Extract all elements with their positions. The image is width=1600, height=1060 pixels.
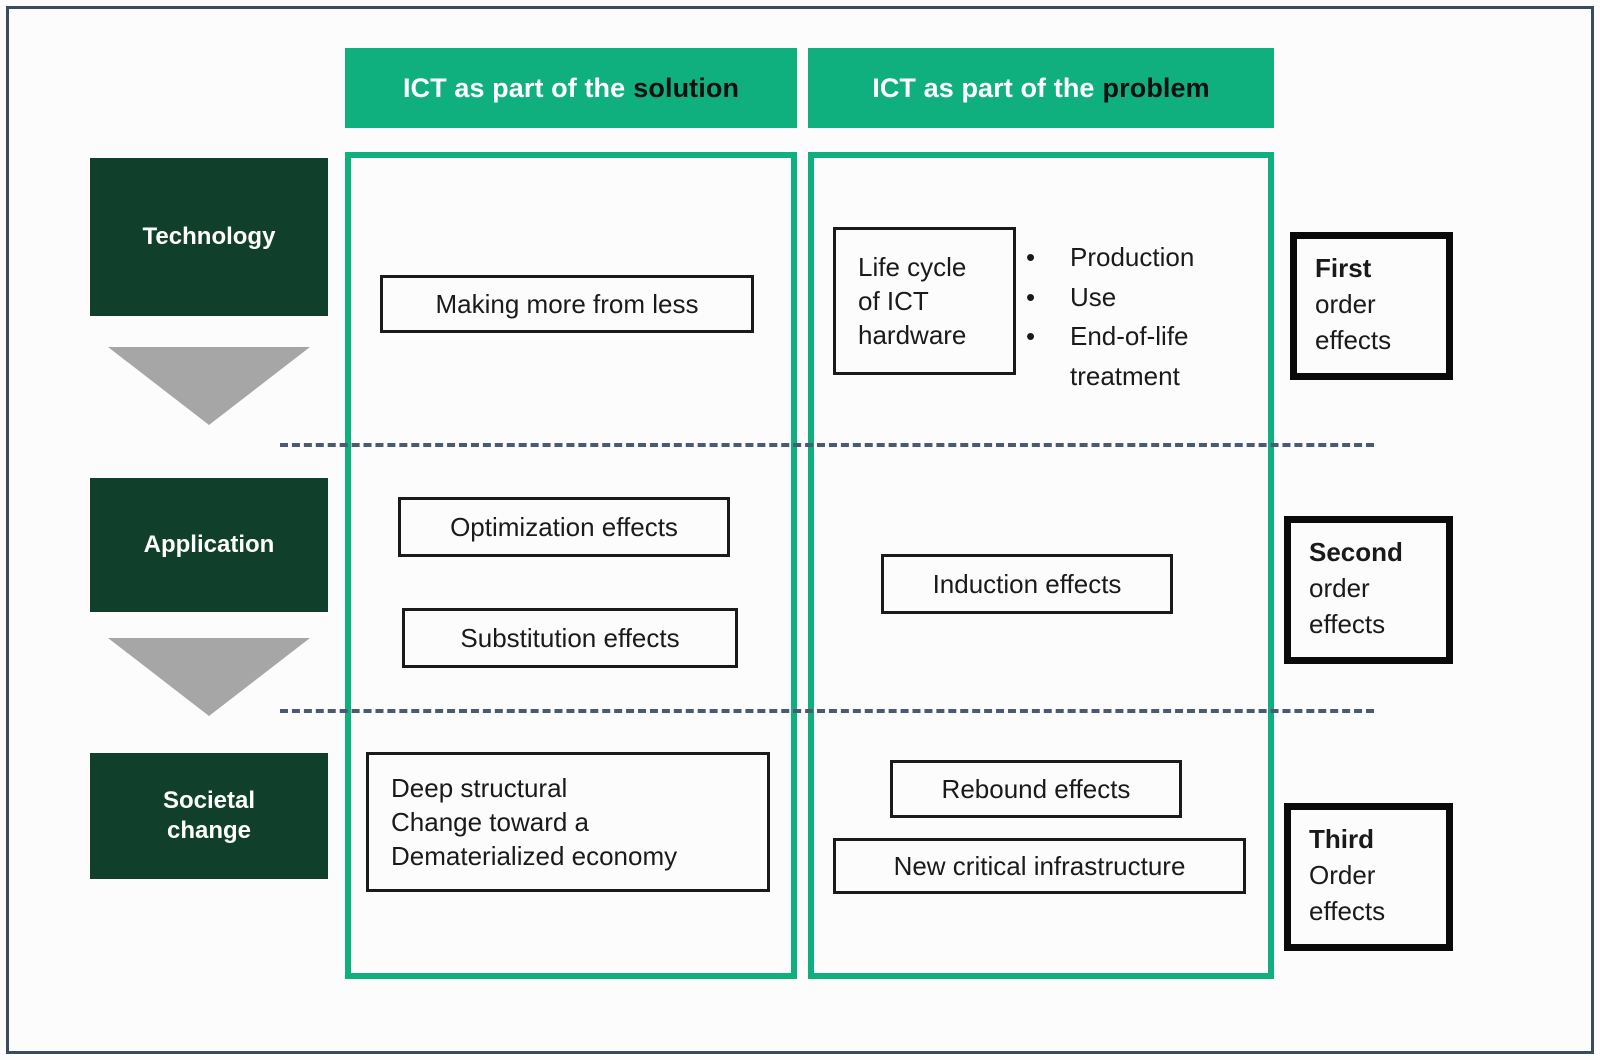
bullet-dot-icon: • (1026, 321, 1036, 352)
problem-box-rebound-effects: Rebound effects (890, 760, 1182, 818)
column-header-problem: ICT as part of the problem (808, 48, 1274, 128)
solution-box-substitution-effects-text: Substitution effects (460, 622, 680, 653)
level-label-technology: Technology (90, 158, 328, 316)
solution-box-optimization-effects: Optimization effects (398, 497, 730, 557)
column-panel-problem (808, 152, 1274, 979)
life-cycle-bullet-end-of-life-treatment: End-of-life treatment (1070, 321, 1189, 391)
problem-box-new-critical-infrastructure: New critical infrastructure (833, 838, 1246, 894)
problem-box-life-cycle-line1: Life cycle (858, 251, 967, 282)
order-effect-box-third: Third Order effects (1284, 803, 1453, 951)
level-label-societal-change: Societal change (90, 753, 328, 879)
list-item: • Production (1026, 238, 1256, 278)
life-cycle-bullet-production: Production (1070, 242, 1195, 272)
order-effect-first-word: order (1315, 288, 1376, 319)
level-label-societal-line2: change (166, 817, 251, 844)
problem-box-life-cycle-line2: of ICT (858, 285, 929, 316)
order-effect-third-rank: Third (1309, 824, 1374, 854)
column-header-solution: ICT as part of the solution (345, 48, 797, 128)
list-item: • Use (1026, 278, 1256, 318)
column-panel-solution (345, 152, 797, 979)
problem-box-life-cycle-line3: hardware (858, 320, 967, 351)
order-effect-box-first: First order effects (1290, 232, 1453, 380)
level-label-application: Application (90, 478, 328, 612)
level-label-application-text: Application (143, 531, 275, 558)
order-effect-third-suffix: effects (1309, 895, 1386, 926)
solution-box-making-more-from-less: Making more from less (380, 275, 754, 333)
problem-box-induction-effects: Induction effects (881, 554, 1173, 614)
list-item: • End-of-life treatment (1026, 317, 1256, 396)
problem-box-life-cycle-of-ict-hardware: Life cycle of ICT hardware (833, 227, 1016, 375)
column-header-problem-emphasis: problem (1102, 72, 1210, 103)
order-effect-second-suffix: effects (1309, 608, 1386, 639)
problem-box-new-critical-infrastructure-text: New critical infrastructure (893, 850, 1186, 881)
column-header-solution-prefix: ICT as part of the (402, 72, 626, 103)
order-effect-first-suffix: effects (1315, 324, 1392, 355)
level-label-technology-text: Technology (142, 223, 276, 250)
order-effect-second-rank: Second (1309, 537, 1403, 567)
order-effect-first-rank: First (1315, 253, 1372, 283)
order-effect-third-word: Order (1309, 859, 1376, 890)
problem-box-induction-effects-text: Induction effects (932, 568, 1122, 599)
row-separator-first-second (280, 443, 1374, 447)
solution-box-deep-structural-line2: Change toward a (391, 806, 590, 837)
order-effect-second-word: order (1309, 572, 1370, 603)
life-cycle-bullet-use: Use (1070, 281, 1117, 312)
solution-box-making-more-from-less-text: Making more from less (435, 288, 699, 319)
problem-box-rebound-effects-text: Rebound effects (941, 773, 1131, 804)
solution-box-deep-structural-line3: Dematerialized economy (391, 841, 678, 872)
life-cycle-bullet-list: • Production • Use • End-of-life treatme… (1026, 238, 1256, 396)
solution-box-optimization-effects-text: Optimization effects (450, 511, 678, 542)
solution-box-deep-structural-change: Deep structural Change toward a Demateri… (366, 752, 770, 892)
column-header-problem-prefix: ICT as part of the (872, 72, 1095, 103)
level-label-societal-line1: Societal (162, 787, 256, 814)
bullet-dot-icon: • (1026, 281, 1036, 312)
order-effect-box-second: Second order effects (1284, 516, 1453, 664)
column-header-solution-emphasis: solution (633, 72, 740, 103)
bullet-dot-icon: • (1026, 242, 1036, 272)
solution-box-deep-structural-line1: Deep structural (391, 772, 568, 803)
solution-box-substitution-effects: Substitution effects (402, 608, 738, 668)
row-separator-second-third (280, 709, 1374, 713)
down-arrow-icon-technology-to-application (108, 347, 310, 425)
down-arrow-icon-application-to-societal (108, 638, 310, 716)
